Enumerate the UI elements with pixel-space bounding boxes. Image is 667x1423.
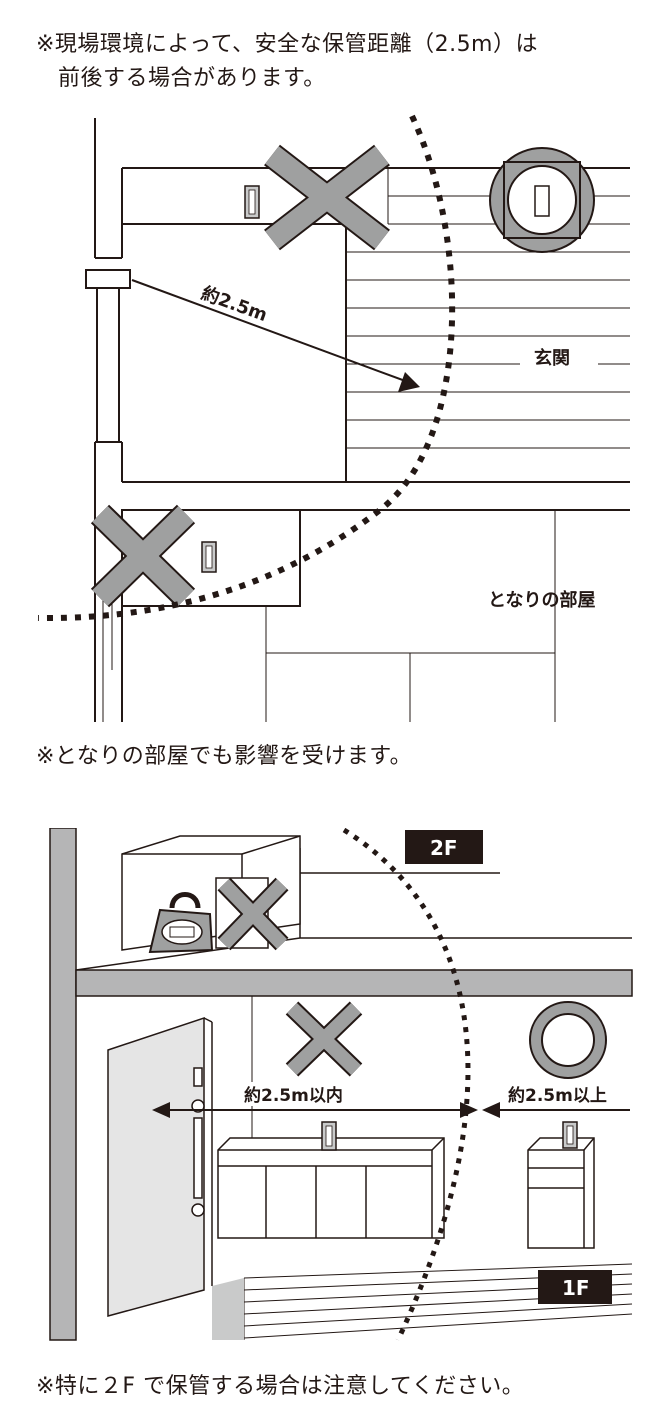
bottom-note: ※特に２F で保管する場合は注意してください。: [36, 1374, 525, 1399]
x-mark-icon: [285, 1001, 363, 1077]
floor-2f-badge: [405, 830, 483, 864]
distance-arrow: [131, 279, 420, 392]
top-note-line2: 前後する場合があります。: [58, 66, 326, 91]
within-label: 約2.5m以内: [244, 1085, 343, 1106]
smart-key-icon: [562, 1121, 578, 1149]
x-mark-icon: [90, 504, 196, 608]
floor-1f-label: 1F: [562, 1276, 590, 1300]
middle-note: ※となりの部屋でも影響を受けます。: [36, 744, 413, 769]
x-mark-icon: [264, 144, 390, 251]
floor-2f-label: 2F: [430, 836, 458, 860]
smart-key-icon: [201, 541, 217, 573]
distance-label: 約2.5m: [198, 282, 270, 326]
smart-key-icon: [321, 1121, 337, 1151]
floor-1f-badge: [538, 1270, 612, 1304]
entrance-label: 玄関: [534, 347, 570, 369]
distance-beyond-arrow: [482, 1102, 630, 1118]
next-room-label: となりの部屋: [488, 589, 595, 611]
floor-plan-diagram: 約2.5m 玄関 となりの部屋: [37, 114, 630, 722]
beyond-label: 約2.5m以上: [508, 1085, 607, 1106]
x-mark-icon: [217, 877, 289, 951]
top-note-line1: ※現場環境によって、安全な保管距離（2.5m）は: [36, 32, 538, 57]
range-boundary-arc: [342, 828, 471, 1342]
circle-ok-icon: [489, 147, 595, 253]
handbag-icon: [148, 892, 214, 954]
top-note: ※現場環境によって、安全な保管距離（2.5m）は 前後する場合があります。: [36, 28, 636, 96]
circle-ok-icon: [529, 1001, 607, 1079]
smart-key-icon: [244, 185, 260, 219]
section-diagram: 2F: [49, 828, 633, 1342]
range-boundary-arc: [37, 114, 456, 622]
door-handle: [191, 1067, 205, 1217]
